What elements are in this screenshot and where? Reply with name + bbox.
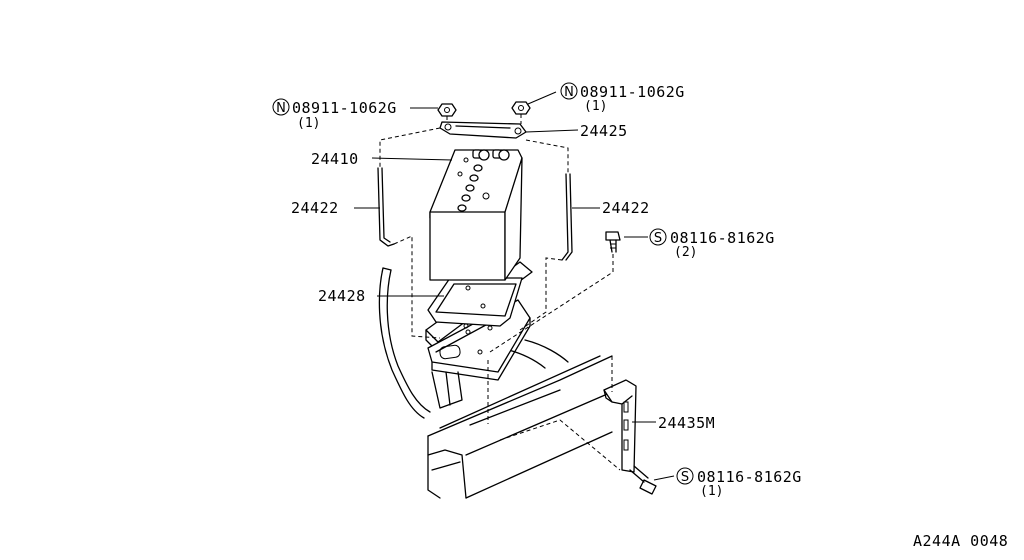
part-number-text: 08116-8162G [697,468,802,486]
n-marker-letter: N [276,101,286,116]
quantity-text: (1) [700,484,723,499]
s-marker-letter: S [654,231,662,246]
clamp-bar [439,121,527,139]
label-bolt-upper: S 08116-8162G (2) [649,228,775,260]
label-rod-right: 24422 [602,199,650,217]
s-marker-letter: S [681,470,689,485]
bracket [603,379,637,473]
quantity-text: (1) [584,99,607,114]
tray-top-plate [427,277,523,329]
quantity-text: (1) [297,116,320,131]
label-clamp-bar: 24425 [580,122,628,140]
label-nut-left: N 08911-1062G (1) [272,98,397,131]
part-number-text: 08911-1062G [292,99,397,117]
n-marker-badge [272,98,290,116]
battery [429,149,523,281]
quantity-text: (2) [674,245,697,260]
nut-right-shape [511,101,531,115]
s-marker-badge [676,467,694,485]
label-battery: 24410 [311,150,359,168]
part-number-text: 08911-1062G [580,83,685,101]
leader-lines [354,91,675,481]
n-marker-badge [560,82,578,100]
j-rod-left [377,167,395,247]
bolt-lower-shape [629,465,657,495]
label-bolt-lower: S 08116-8162G (1) [676,467,802,499]
j-rod-right [561,173,573,261]
label-tray: 24428 [318,287,366,305]
part-number-text: 08116-8162G [670,229,775,247]
bolt-upper-shape [605,231,621,253]
s-marker-badge [649,228,667,246]
n-marker-letter: N [564,85,574,100]
nut-left-shape [437,103,457,117]
label-nut-right: N 08911-1062G (1) [560,82,685,114]
figure-code: A244A 0048 [913,532,1008,550]
body-rail-structure [378,267,613,499]
label-rod-left: 24422 [291,199,339,217]
label-bracket: 24435M [658,414,715,432]
